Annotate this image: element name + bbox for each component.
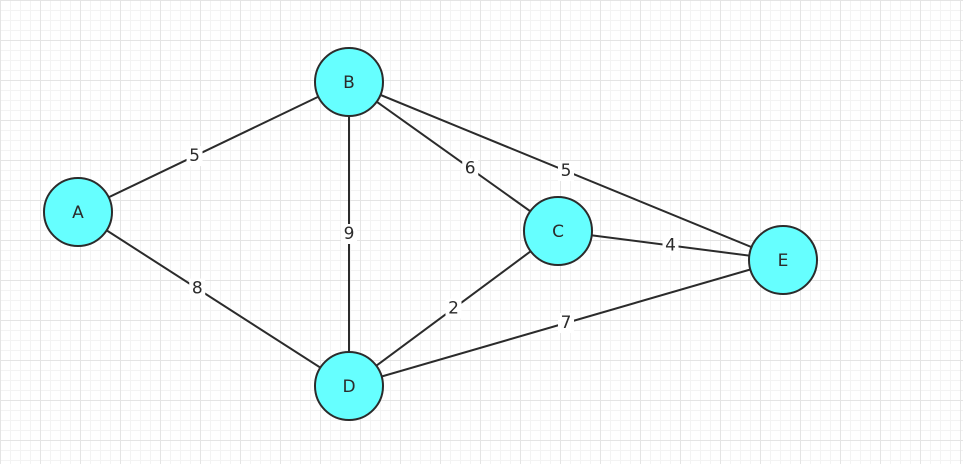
node-label-b: B	[343, 73, 355, 93]
node-a: A	[43, 177, 113, 247]
edge-weight-background	[445, 298, 462, 319]
node-c: C	[523, 196, 593, 266]
edge-weight-background	[341, 224, 357, 244]
edge-weight-background	[558, 313, 574, 333]
edge-b-c	[348, 81, 559, 232]
node-circle-e	[748, 225, 818, 295]
edge-weight-b-e: 5	[561, 161, 572, 181]
edge-weights-layer: 5 8 9 6 5 4 2 7	[186, 146, 679, 333]
node-circle-b	[314, 47, 384, 117]
edge-weight-b-d: 9	[344, 224, 355, 244]
node-circle-a	[43, 177, 113, 247]
edge-weight-c-e: 4	[665, 236, 676, 256]
edge-weight-background	[189, 278, 206, 299]
edge-weight-background	[558, 161, 574, 181]
edges-layer	[77, 81, 784, 387]
node-label-c: C	[552, 222, 564, 242]
node-e: E	[748, 225, 818, 295]
node-circle-c	[523, 196, 593, 266]
edge-weight-a-b: 5	[189, 146, 200, 166]
node-label-a: A	[72, 203, 84, 223]
edge-weight-background	[186, 146, 203, 167]
node-d: D	[314, 351, 384, 421]
edge-weight-c-d: 2	[448, 299, 459, 319]
edge-weight-b-c: 6	[465, 158, 476, 178]
edge-weight-d-e: 7	[561, 313, 572, 333]
edge-a-d	[77, 211, 350, 387]
node-label-d: D	[342, 377, 355, 397]
edge-weight-background	[662, 235, 679, 256]
node-b: B	[314, 47, 384, 117]
edge-weight-a-d: 8	[192, 279, 203, 299]
nodes-layer: A B C D E	[43, 47, 818, 421]
node-label-e: E	[778, 251, 789, 271]
edge-weight-background	[462, 158, 479, 179]
node-circle-d	[314, 351, 384, 421]
edge-a-b	[77, 81, 350, 213]
